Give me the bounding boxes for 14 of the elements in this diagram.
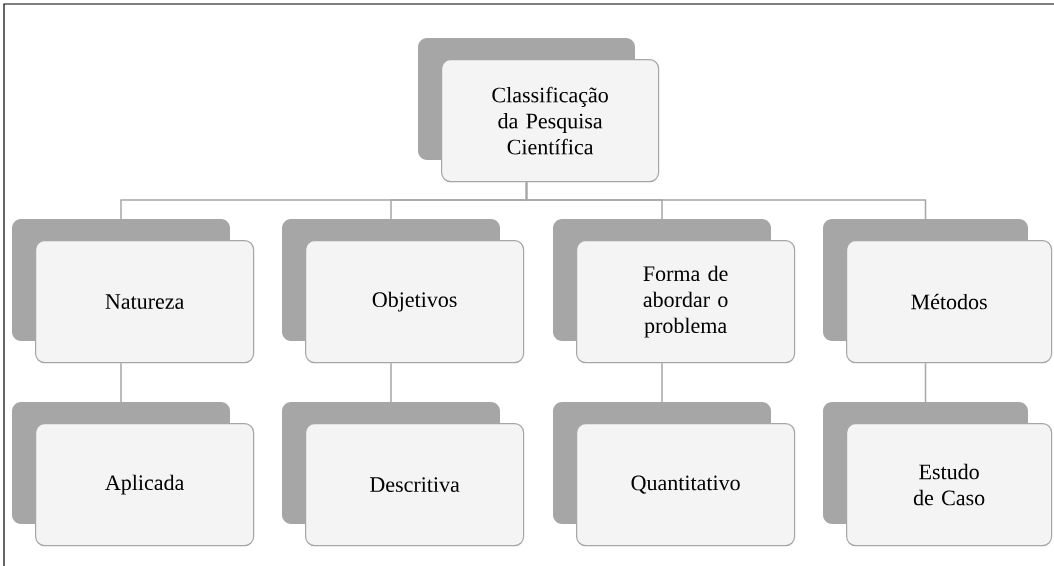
process-box: Quantitativo [553, 402, 796, 547]
process-box: Objetivos [282, 219, 525, 364]
connector-line [390, 362, 392, 403]
process-box: Forma de abordar o problema [553, 219, 796, 364]
process-box: Métodos [823, 219, 1053, 364]
process-box: Descritiva [282, 402, 525, 547]
process-box: Aplicada [12, 402, 255, 547]
connector-line [924, 362, 927, 403]
process-box: Natureza [12, 219, 255, 364]
connector-line [525, 181, 927, 220]
connector-line [661, 362, 663, 403]
connector-line [120, 362, 122, 403]
process-box: Classificação da Pesquisa Científica [418, 38, 660, 183]
process-box: Estudo de Caso [823, 402, 1053, 547]
